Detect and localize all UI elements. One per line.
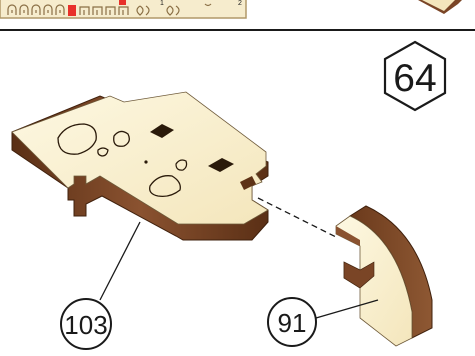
partial-piece-top-right (418, 0, 462, 14)
part-91 (336, 206, 432, 346)
strip-highlighted-piece (68, 5, 76, 16)
parts-strip: 1 2 (0, 0, 246, 18)
part-103-pinhole (144, 160, 147, 163)
strip-digit: 2 (238, 0, 242, 7)
callout-91: 91 (268, 298, 378, 346)
part-103 (12, 92, 268, 240)
callout-103-label: 103 (64, 310, 107, 340)
assembly-guide-line (258, 198, 338, 238)
step-number: 64 (393, 57, 436, 100)
strip-highlighted-notch (119, 0, 126, 5)
callout-103: 103 (61, 222, 140, 349)
step-badge: 64 (385, 42, 445, 110)
strip-digit: 1 (160, 0, 164, 7)
callout-91-label: 91 (278, 308, 307, 338)
callout-103-leader (100, 222, 140, 300)
